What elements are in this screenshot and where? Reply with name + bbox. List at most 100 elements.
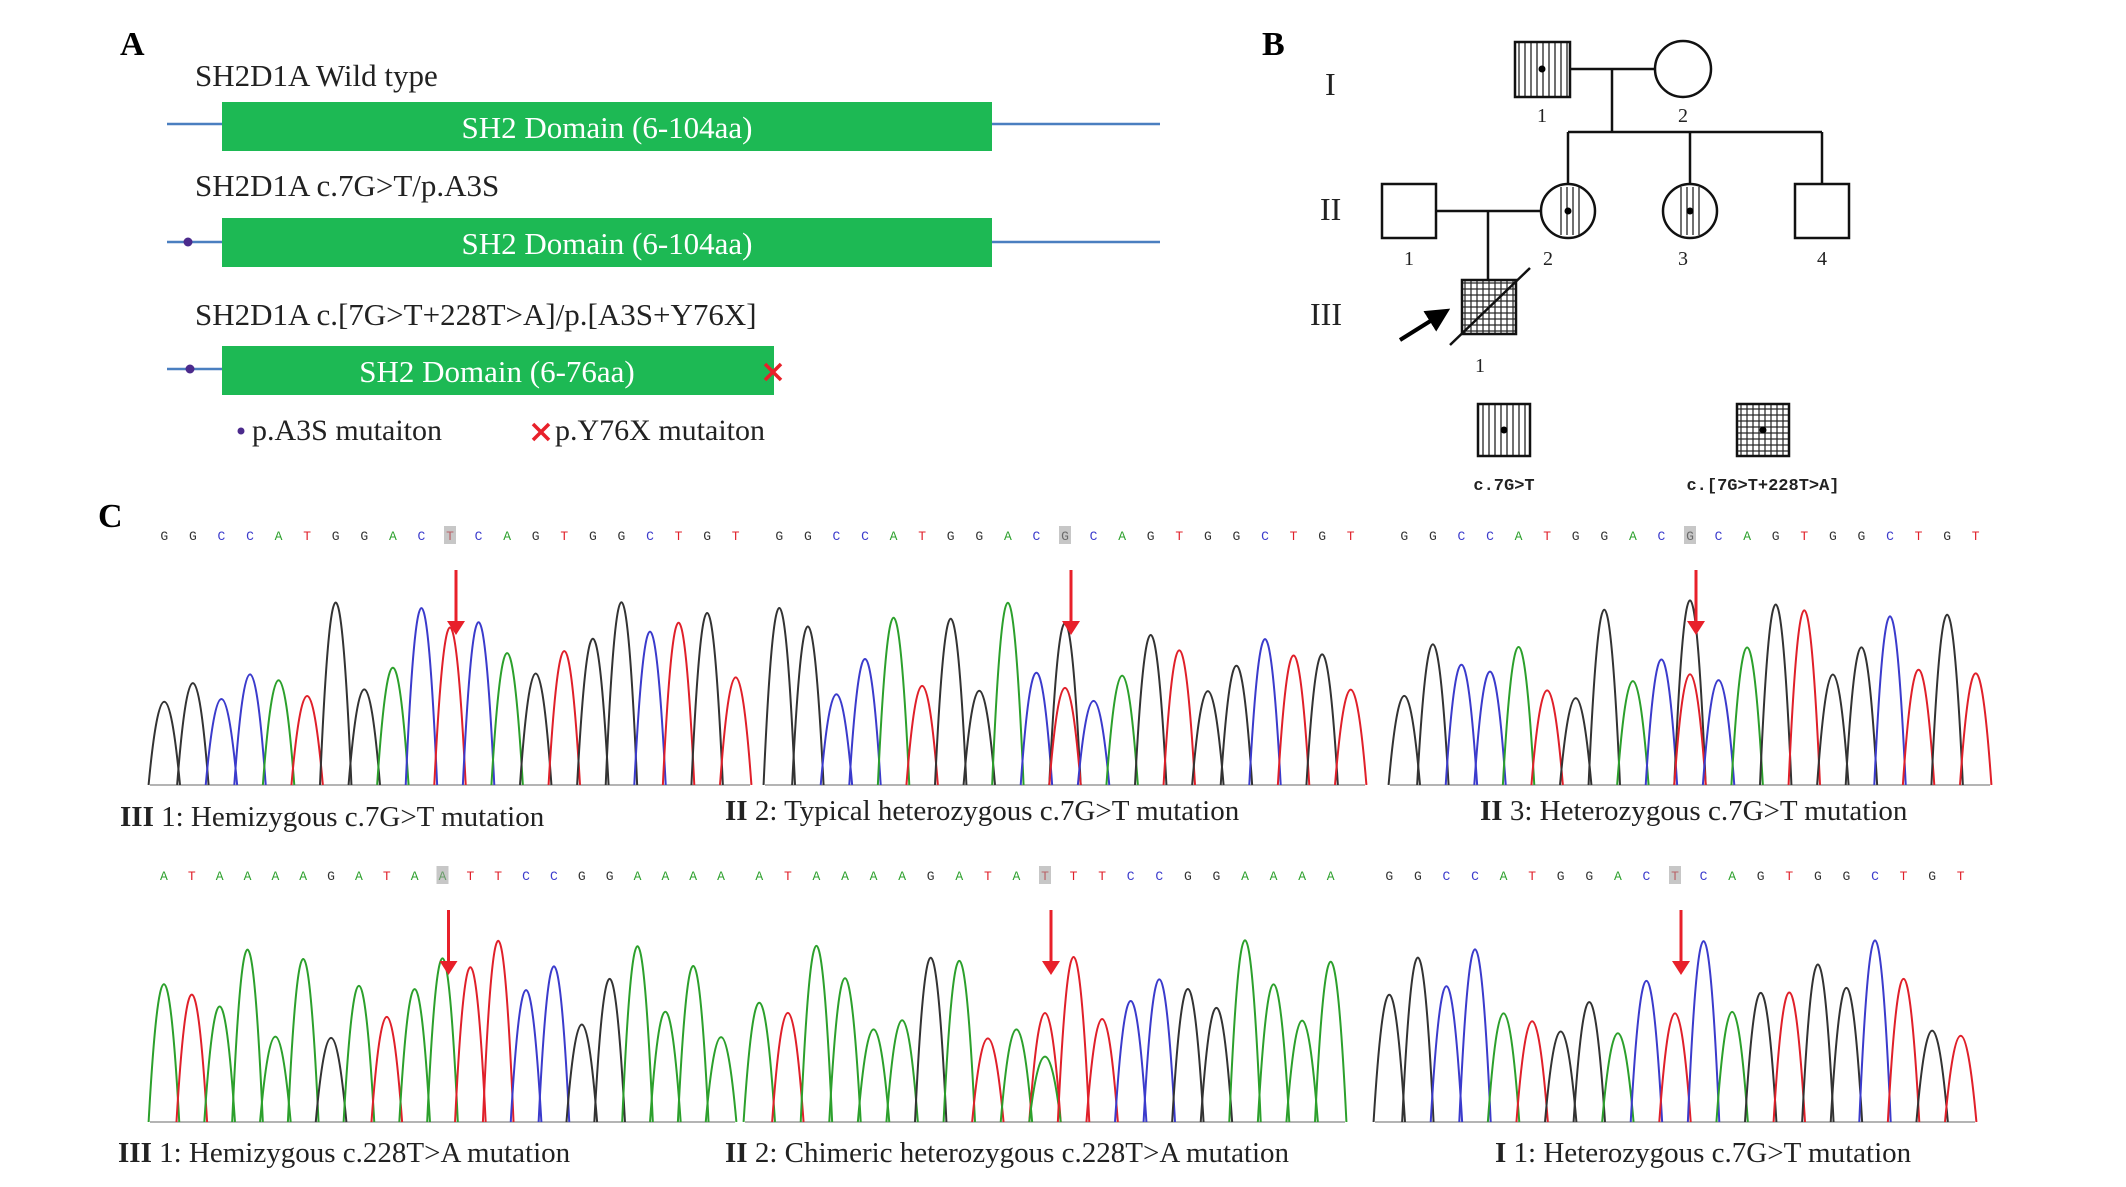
base-call-letter: G	[332, 529, 340, 544]
caption-text: 2: Typical heterozygous c.7G>T mutation	[755, 795, 1240, 827]
base-call-letter: A	[1241, 869, 1249, 884]
base-call-letter: T	[1543, 529, 1551, 544]
legend-dot-label: p.A3S mutaiton	[252, 414, 442, 447]
base-call-letter: C	[1486, 529, 1494, 544]
base-call-letter: G	[1943, 529, 1951, 544]
trace-peak	[342, 984, 376, 1123]
carrier-dot-icon	[1686, 207, 1694, 215]
base-call-letter: C	[1090, 529, 1098, 544]
trace-peak	[1105, 674, 1139, 786]
individual-number: 2	[1678, 105, 1688, 127]
row-title-a3s: SH2D1A c.7G>T/p.A3S	[195, 168, 499, 203]
base-call-letter: G	[1557, 869, 1565, 884]
base-call-letter: G	[532, 529, 540, 544]
trace-peak	[771, 1011, 805, 1123]
trace-peak	[1458, 948, 1492, 1123]
mutation-highlight	[436, 866, 449, 884]
mutation-arrowhead-icon	[439, 961, 458, 975]
panel-c-chromatograms: GGCCATGGACTCAGTGGCTGTIII 1: Hemizygous c…	[118, 526, 1993, 1169]
trace-peak	[856, 1028, 891, 1123]
base-call-letter: C	[646, 529, 654, 544]
trace-peak	[519, 672, 553, 786]
base-call-letter: T	[675, 529, 683, 544]
trace-peak	[1019, 671, 1054, 786]
sh2-domain-bar	[222, 218, 992, 267]
base-call-letter: G	[589, 529, 597, 544]
base-call-letter: C	[1700, 869, 1708, 884]
base-call-letter: T	[1785, 869, 1793, 884]
trace-peak	[147, 983, 181, 1123]
trace-peak	[1829, 986, 1864, 1123]
trace-peak	[1276, 654, 1311, 786]
base-call-letter: T	[188, 869, 196, 884]
base-call-letter: A	[1013, 869, 1021, 884]
base-call-letter: T	[466, 869, 474, 884]
caption-generation: II	[725, 1137, 755, 1169]
base-call-letter: G	[578, 869, 586, 884]
base-call-letter: T	[784, 869, 792, 884]
trace-peak	[719, 676, 753, 786]
trace-peak	[1601, 1032, 1635, 1123]
trace-peak	[1401, 956, 1435, 1123]
base-call-letter: A	[755, 869, 763, 884]
base-call-letter: G	[1429, 529, 1437, 544]
trace-peak	[259, 1035, 292, 1123]
trace-peak	[1559, 697, 1593, 786]
base-call-letter: C	[1471, 869, 1479, 884]
base-call-letter: C	[475, 529, 483, 544]
base-call-letter: A	[1270, 869, 1278, 884]
trace-peak	[370, 1015, 404, 1123]
trace-peak	[828, 977, 862, 1123]
base-call-letter: T	[494, 869, 502, 884]
base-call-letter: G	[1184, 869, 1192, 884]
trace-peak	[1544, 1030, 1578, 1123]
caption-generation: II	[1480, 795, 1510, 827]
base-call-letter: G	[1757, 869, 1765, 884]
trace-peak	[1191, 690, 1225, 786]
generation-label: II	[1320, 191, 1341, 227]
base-call-letter: C	[1261, 529, 1269, 544]
base-call-letter: G	[189, 529, 197, 544]
base-call-letter: G	[160, 529, 168, 544]
base-call-letter: A	[890, 529, 898, 544]
caption-text: 1: Hemizygous c.7G>T mutation	[161, 801, 545, 833]
base-call-letter: G	[1772, 529, 1780, 544]
trace-peak	[1715, 1010, 1749, 1123]
base-call-letter: A	[299, 869, 307, 884]
base-call-letter: T	[1290, 529, 1298, 544]
trace-caption: II 3: Heterozygous c.7G>T mutation	[1480, 795, 1908, 827]
trace-peak	[1844, 646, 1879, 786]
a3s-dot-icon	[185, 364, 195, 374]
base-call-letter: C	[418, 529, 426, 544]
trace-peak	[676, 965, 710, 1123]
panel-a: SH2D1A Wild type SH2 Domain (6-104aa) SH…	[167, 58, 1160, 447]
base-call-letter: G	[618, 529, 626, 544]
trace-caption: I 1: Heterozygous c.7G>T mutation	[1495, 1137, 1912, 1169]
trace-peak	[885, 1019, 919, 1123]
trace-peak	[176, 682, 210, 786]
trace-peak	[799, 944, 834, 1123]
trace-peak	[742, 1002, 776, 1123]
base-call-letter: A	[1298, 869, 1306, 884]
base-call-letter: G	[1928, 869, 1936, 884]
base-call-letter: A	[275, 529, 283, 544]
trace-peak	[314, 1036, 348, 1123]
trace-peak	[1486, 1012, 1521, 1123]
trace-peak	[661, 621, 696, 786]
trace-peak	[204, 697, 239, 786]
trace-caption: II 2: Chimeric heterozygous c.228T>A mut…	[725, 1137, 1290, 1169]
base-call-letter: A	[841, 869, 849, 884]
base-call-letter: T	[918, 529, 926, 544]
trace-peak	[1429, 985, 1464, 1123]
trace-peak	[1114, 1000, 1148, 1123]
mutation-highlight	[1669, 866, 1681, 884]
base-call-letter: G	[703, 529, 711, 544]
base-call-letter: G	[1814, 869, 1822, 884]
base-call-letter: G	[1829, 529, 1837, 544]
trace-peak	[934, 617, 968, 786]
trace-peak	[1387, 694, 1421, 786]
individual-number: 2	[1543, 248, 1553, 270]
base-call-letter: T	[1175, 529, 1183, 544]
carrier-dot-icon	[1538, 65, 1546, 73]
base-call-letter: T	[1528, 869, 1536, 884]
